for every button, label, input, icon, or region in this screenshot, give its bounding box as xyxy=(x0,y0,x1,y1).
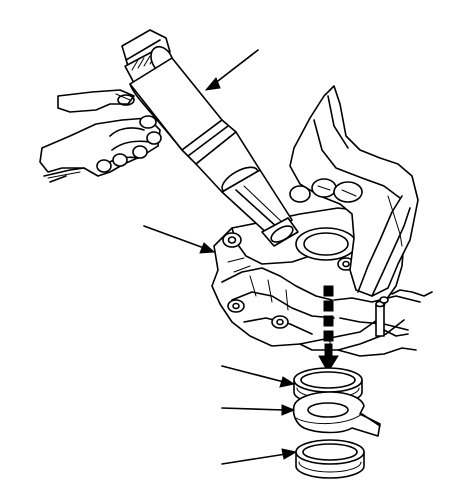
technician-hand xyxy=(39,89,162,183)
callout-leaders xyxy=(143,49,298,465)
seal-driver-tool xyxy=(121,29,299,247)
leader-line-housing xyxy=(143,225,216,254)
right-bracket xyxy=(333,289,433,357)
installation-direction xyxy=(318,285,339,373)
leader-line-seal-upper xyxy=(221,365,296,388)
leader-line-seal-middle xyxy=(221,404,296,416)
leader-line-seal-lower xyxy=(221,448,298,465)
seal-part-lower xyxy=(295,439,365,479)
upper-machinery xyxy=(289,85,419,297)
down-arrow-icon xyxy=(318,355,339,373)
leader-line-driver xyxy=(204,49,259,91)
seal-part-middle xyxy=(292,391,381,437)
